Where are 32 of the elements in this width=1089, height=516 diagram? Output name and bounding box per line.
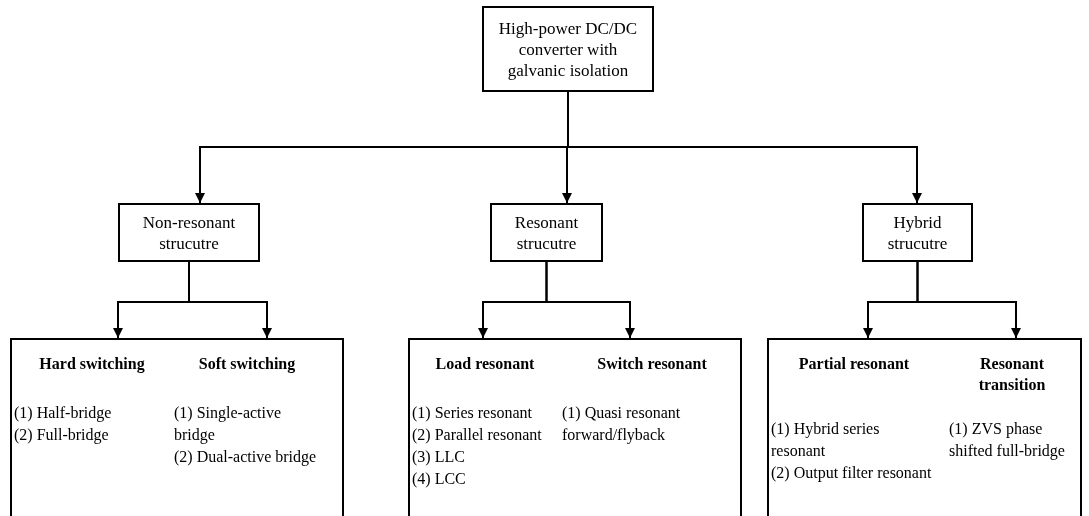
box-label: Resonant strucutre: [513, 211, 580, 254]
arrow: [188, 261, 272, 339]
box-label: Non-resonant strucutre: [141, 211, 237, 254]
list-item: (4) LCC: [412, 469, 467, 490]
column-heading: Switch resonant: [596, 354, 708, 374]
process-box: [482, 6, 654, 92]
list-item: (2) Parallel resonant: [412, 425, 543, 446]
list-item: (1) Single-active bridge: [174, 403, 283, 446]
arrow: [545, 261, 635, 339]
category-box: [862, 203, 973, 262]
box-label: High-power DC/DC converter with galvanic isolation: [497, 17, 639, 81]
group-box: [767, 338, 1082, 516]
arrow: [916, 261, 1021, 339]
column-heading: Resonant transition: [977, 354, 1047, 395]
list-item: (1) Quasi resonant forward/flyback: [562, 403, 682, 446]
list-item: (3) LLC: [412, 447, 466, 468]
list-item: (2) Full-bridge: [14, 425, 110, 446]
column-heading: Partial resonant: [797, 354, 911, 374]
group-box: [408, 338, 742, 516]
column-heading: Soft switching: [197, 354, 297, 374]
list-item: (1) Series resonant: [412, 403, 533, 424]
category-box: [118, 203, 260, 262]
list-item: (1) Half-bridge: [14, 403, 113, 424]
box-label: Hybrid strucutre: [886, 211, 949, 254]
list-item: (2) Output filter resonant: [771, 463, 933, 484]
list-item: (2) Dual-active bridge: [174, 447, 318, 468]
column-heading: Hard switching: [38, 354, 146, 374]
column-heading: Load resonant: [434, 354, 536, 374]
category-box: [490, 203, 603, 262]
list-item: (1) Hybrid series resonant: [771, 419, 881, 461]
list-item: (1) ZVS phase shifted full-bridge: [949, 419, 1066, 462]
group-box: [10, 338, 344, 516]
